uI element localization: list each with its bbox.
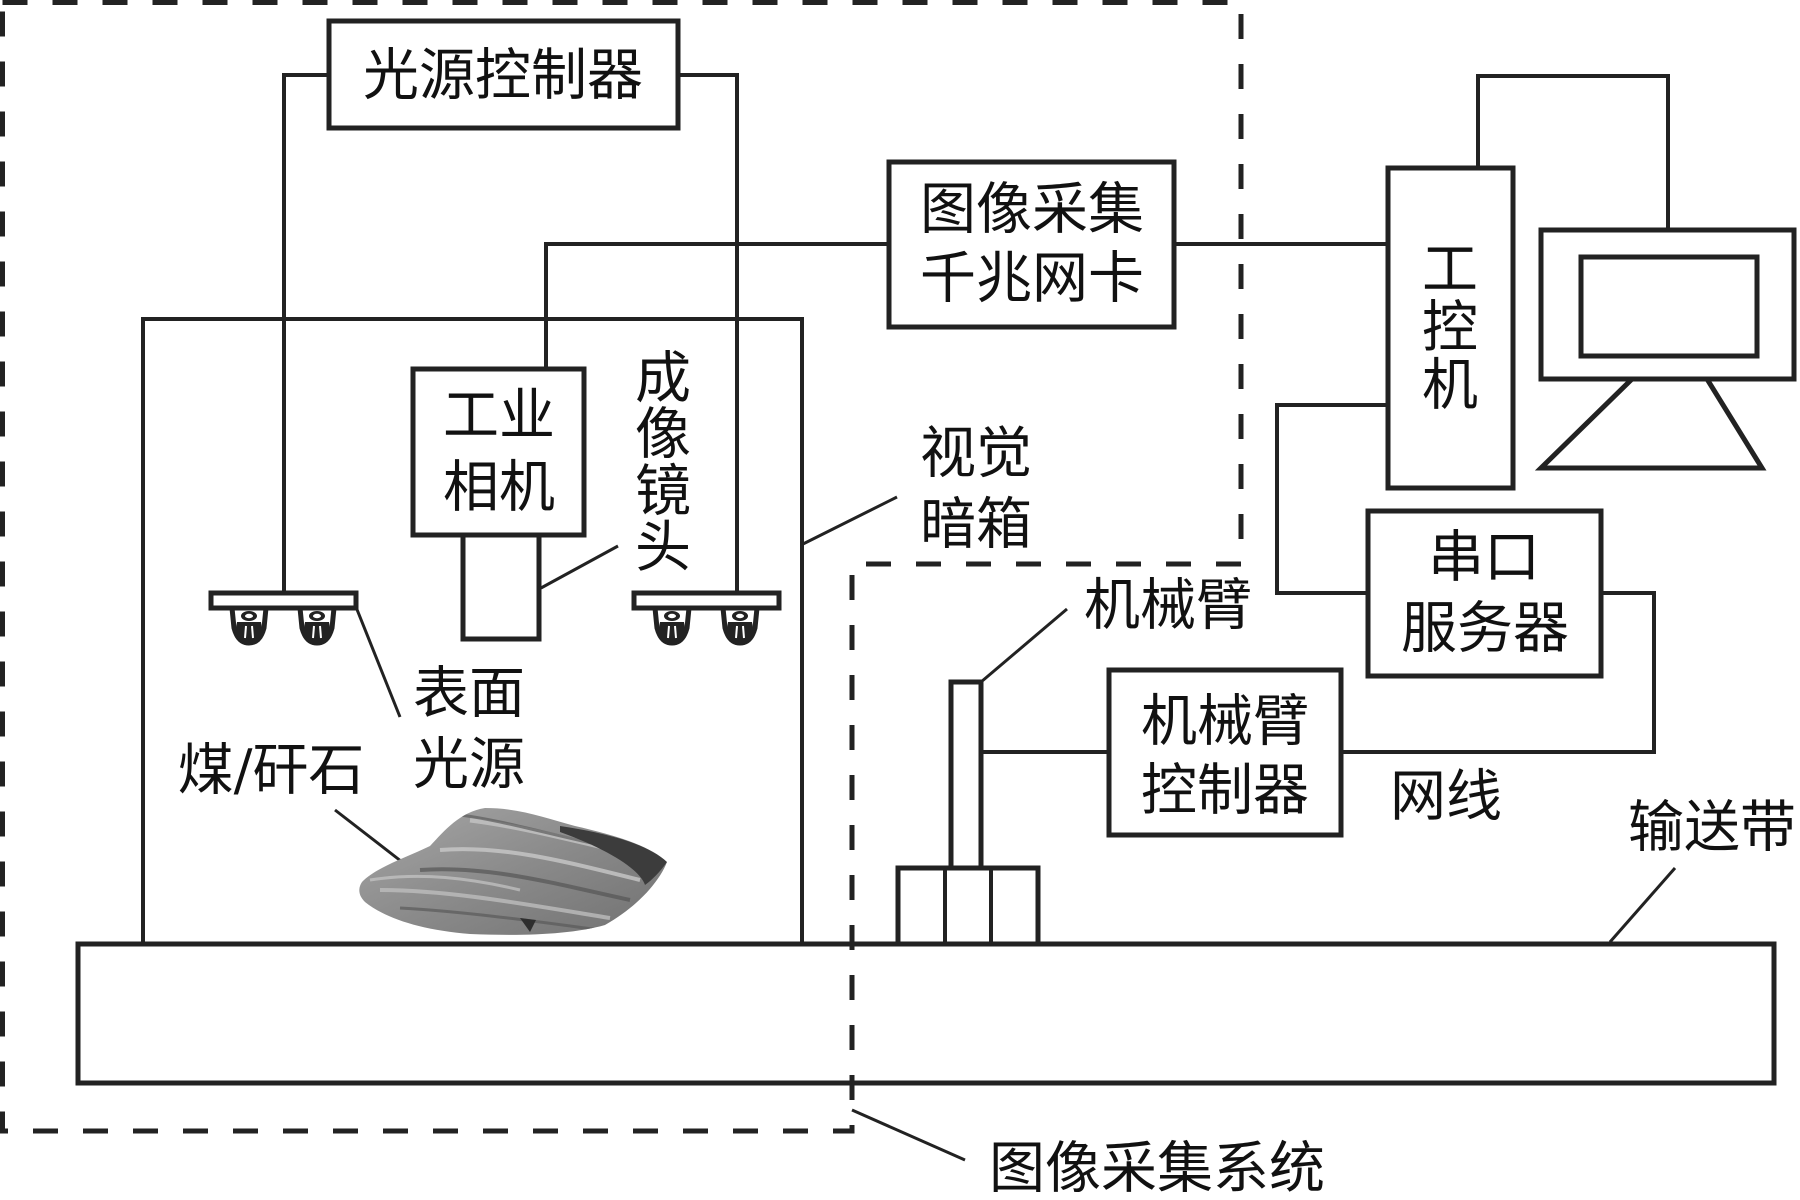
camera-label-line1: 工业 — [443, 384, 555, 449]
lamp-icon — [720, 607, 760, 646]
surface-light-right — [631, 590, 782, 646]
surface-light-left — [208, 590, 359, 646]
material-leader — [334, 808, 407, 867]
lens-label-char: 成 — [635, 347, 691, 412]
system-label-leader — [851, 1108, 966, 1162]
imaging-lens — [460, 532, 542, 642]
surface-light-leader — [354, 606, 402, 718]
dark-box-label-line1: 视觉 — [920, 422, 1032, 487]
serial-to-controller-wire — [1341, 591, 1656, 754]
monitor-icon — [1534, 227, 1797, 471]
industrial-pc: 工 控 机 — [1385, 165, 1516, 491]
dark-box-leader — [802, 495, 898, 546]
light-wire-left — [282, 73, 329, 593]
conveyor-belt — [75, 941, 1777, 1086]
surface-light-label-line1: 表面 — [413, 662, 525, 727]
lens-label-char: 镜 — [635, 460, 691, 525]
ipc-to-monitor-wire — [1476, 74, 1670, 230]
lamp-icon — [229, 607, 269, 646]
conveyor-leader — [1608, 867, 1677, 943]
robot-arm-column — [948, 679, 984, 871]
ipc-label-char: 控 — [1422, 296, 1478, 361]
robot-arm-controller: 机械臂 控制器 — [1106, 667, 1344, 838]
light-controller-label: 光源控制器 — [363, 44, 643, 109]
dark-box-label-line2: 暗箱 — [920, 493, 1032, 558]
vision-dark-box — [141, 317, 804, 944]
camera-label-line2: 相机 — [443, 456, 555, 521]
system-label: 图像采集系统 — [989, 1137, 1325, 1200]
ipc-label-char: 工 — [1422, 238, 1478, 303]
monitor-screen — [1578, 254, 1760, 359]
robot-controller-label-line2: 控制器 — [1141, 759, 1309, 824]
lens-label-char: 头 — [635, 516, 691, 581]
ipc-to-serial-wire — [1275, 403, 1388, 595]
lamp-icon — [297, 607, 337, 646]
lens-label-char: 像 — [635, 403, 691, 468]
robot-arm-label: 机械臂 — [1084, 574, 1252, 639]
serial-server-label-line1: 串口 — [1428, 526, 1540, 591]
image-acquisition-system-boundary — [0, 0, 1244, 1134]
industrial-camera: 工业 相机 — [410, 366, 587, 538]
camera-to-card-wire — [544, 242, 889, 369]
ipc-label-char: 机 — [1422, 354, 1478, 419]
surface-light-label-line2: 光源 — [413, 733, 525, 798]
robot-arm-base — [895, 865, 1041, 947]
lamp-icon — [652, 607, 692, 646]
lens-leader — [540, 544, 619, 590]
serial-server-label-line2: 服务器 — [1401, 597, 1569, 662]
light-wire-right — [678, 73, 739, 593]
serial-server: 串口 服务器 — [1365, 508, 1604, 679]
light-bar — [208, 590, 359, 611]
coal-gangue-rock-image — [359, 808, 667, 935]
material-label: 煤/矸石 — [178, 739, 365, 804]
lens-label: 成 像 镜 头 — [635, 347, 691, 581]
capture-card-label-line1: 图像采集 — [920, 178, 1144, 243]
network-cable-label: 网线 — [1390, 765, 1502, 830]
robot-controller-label-line1: 机械臂 — [1141, 690, 1309, 755]
robot-arm — [895, 679, 1041, 947]
light-controller: 光源控制器 — [326, 18, 681, 131]
ipc-box — [1385, 165, 1516, 491]
monitor-stand — [1534, 376, 1767, 471]
gigabit-capture-card: 图像采集 千兆网卡 — [886, 159, 1177, 330]
capture-card-label-line2: 千兆网卡 — [920, 247, 1144, 312]
light-bar — [631, 590, 782, 611]
robot-arm-leader — [980, 607, 1068, 684]
conveyor-label: 输送带 — [1628, 796, 1796, 861]
